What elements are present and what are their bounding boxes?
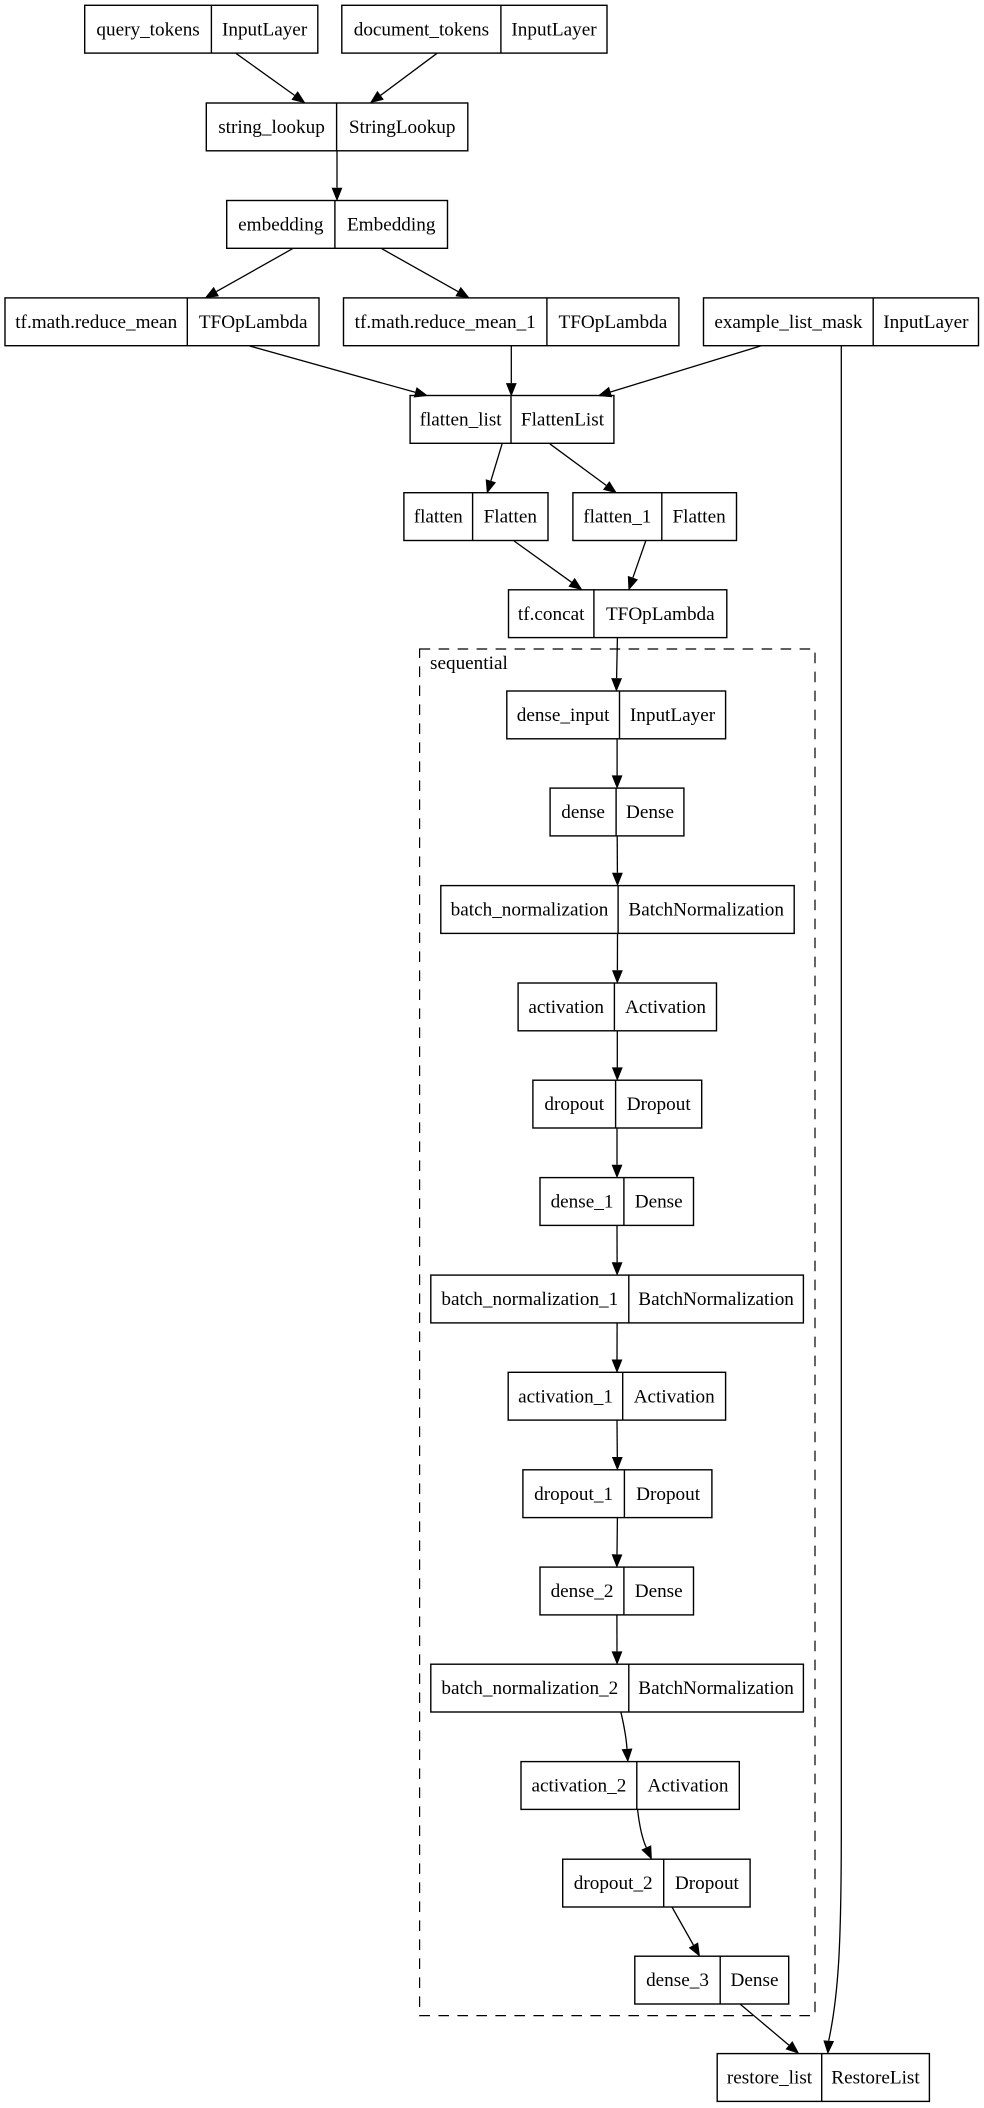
svg-text:dense_1: dense_1: [551, 1192, 614, 1213]
svg-text:example_list_mask: example_list_mask: [714, 312, 863, 333]
svg-text:batch_normalization_2: batch_normalization_2: [441, 1678, 618, 1699]
svg-text:sequential: sequential: [430, 653, 508, 674]
svg-text:dense_3: dense_3: [646, 1970, 709, 1991]
svg-text:InputLayer: InputLayer: [511, 19, 597, 40]
svg-text:document_tokens: document_tokens: [354, 19, 489, 40]
svg-text:activation_1: activation_1: [518, 1386, 613, 1407]
svg-text:TFOpLambda: TFOpLambda: [559, 312, 668, 333]
svg-text:Dense: Dense: [635, 1192, 683, 1213]
svg-text:InputLayer: InputLayer: [630, 705, 716, 726]
svg-text:flatten: flatten: [414, 507, 463, 528]
svg-text:InputLayer: InputLayer: [222, 19, 308, 40]
svg-text:Embedding: Embedding: [347, 215, 436, 236]
svg-text:activation_2: activation_2: [531, 1776, 626, 1797]
svg-text:restore_list: restore_list: [727, 2068, 813, 2089]
svg-text:Activation: Activation: [648, 1776, 729, 1797]
svg-text:Dropout: Dropout: [636, 1484, 701, 1505]
svg-text:Dense: Dense: [635, 1581, 683, 1602]
svg-text:tf.math.reduce_mean_1: tf.math.reduce_mean_1: [355, 312, 536, 333]
svg-text:RestoreList: RestoreList: [831, 2068, 920, 2089]
svg-text:batch_normalization_1: batch_normalization_1: [441, 1289, 618, 1310]
svg-text:dropout_2: dropout_2: [574, 1873, 653, 1894]
svg-text:FlattenList: FlattenList: [521, 410, 605, 431]
svg-text:BatchNormalization: BatchNormalization: [638, 1678, 794, 1699]
svg-text:BatchNormalization: BatchNormalization: [638, 1289, 794, 1310]
svg-text:Dropout: Dropout: [627, 1094, 692, 1115]
svg-text:flatten_1: flatten_1: [583, 507, 651, 528]
svg-text:Flatten: Flatten: [484, 507, 538, 528]
svg-text:tf.concat: tf.concat: [518, 604, 585, 625]
svg-text:activation: activation: [528, 997, 604, 1018]
svg-text:StringLookup: StringLookup: [349, 117, 456, 138]
svg-text:Activation: Activation: [625, 997, 706, 1018]
svg-text:Activation: Activation: [634, 1386, 715, 1407]
svg-text:Dense: Dense: [626, 802, 674, 823]
svg-text:batch_normalization: batch_normalization: [451, 900, 609, 921]
svg-text:dropout_1: dropout_1: [534, 1484, 613, 1505]
svg-text:TFOpLambda: TFOpLambda: [199, 312, 308, 333]
svg-text:BatchNormalization: BatchNormalization: [628, 900, 784, 921]
svg-text:dense_input: dense_input: [517, 705, 610, 726]
svg-text:dense_2: dense_2: [551, 1581, 614, 1602]
svg-text:Dense: Dense: [731, 1970, 779, 1991]
svg-text:Flatten: Flatten: [672, 507, 726, 528]
svg-text:string_lookup: string_lookup: [218, 117, 325, 138]
svg-text:query_tokens: query_tokens: [96, 19, 199, 40]
svg-text:flatten_list: flatten_list: [420, 410, 503, 431]
svg-text:InputLayer: InputLayer: [883, 312, 969, 333]
svg-text:dropout: dropout: [544, 1094, 604, 1115]
svg-text:TFOpLambda: TFOpLambda: [606, 604, 715, 625]
svg-text:Dropout: Dropout: [675, 1873, 740, 1894]
svg-text:dense: dense: [561, 802, 605, 823]
svg-text:tf.math.reduce_mean: tf.math.reduce_mean: [15, 312, 177, 333]
svg-text:embedding: embedding: [238, 215, 324, 236]
